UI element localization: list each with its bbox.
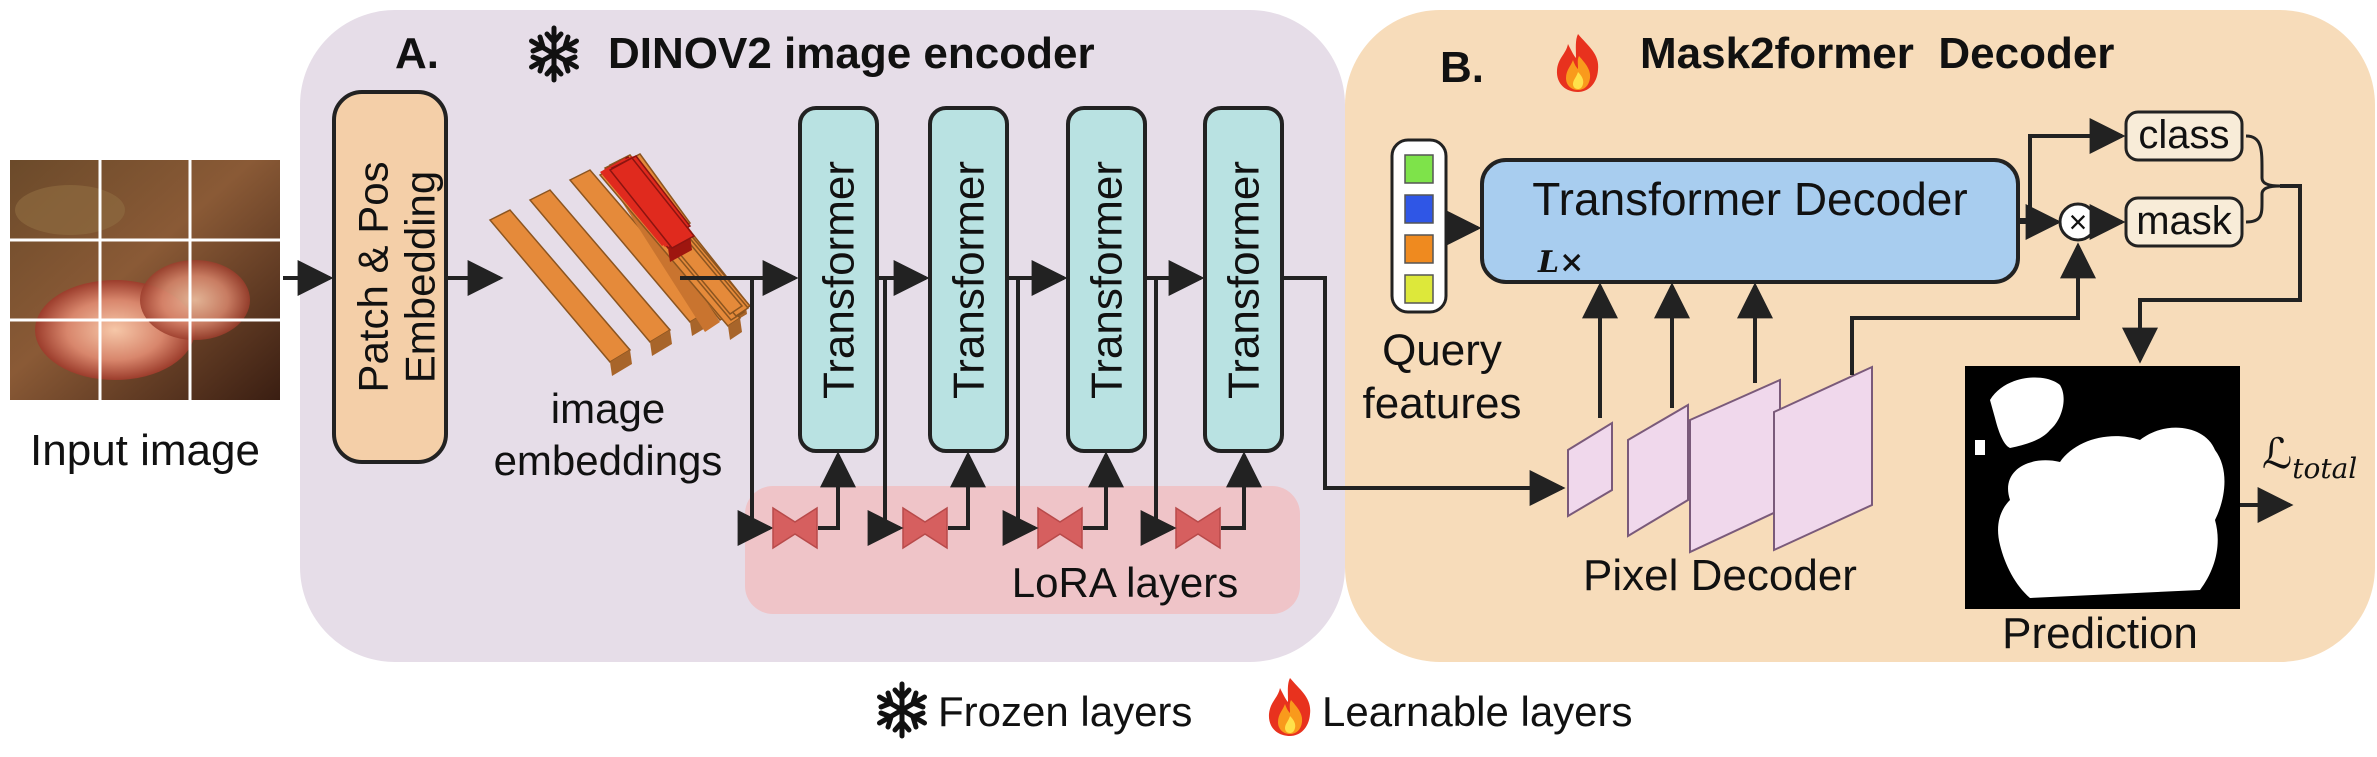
arrow-to-lora-3 (1002, 278, 1039, 546)
transformer-block-3: Transformer (1066, 106, 1147, 453)
class-box (2124, 110, 2244, 162)
multiply-symbol: × (2069, 204, 2088, 240)
transformer-label-1: Transformer (815, 161, 864, 399)
input-image (10, 160, 280, 400)
loss-subscript: total (2292, 452, 2357, 485)
arrow-lora-4-up (1221, 451, 1262, 530)
lora-label: LoRA layers (1012, 559, 1238, 606)
query-token-3 (1404, 234, 1434, 264)
legend-frozen-label: Frozen layers (938, 688, 1192, 735)
mask-box (2124, 196, 2244, 248)
image-embeddings-bars (488, 153, 752, 376)
arrow-pixel-4-to-multiply (1850, 242, 2096, 375)
arrow-to-lora-4 (1140, 278, 1177, 546)
legend-snowflake-icon (880, 684, 925, 736)
image-embeddings-line1: image (551, 385, 665, 432)
query-token-4 (1404, 274, 1434, 304)
query-token-1 (1404, 154, 1434, 184)
arrow-lora-1-up (818, 451, 856, 530)
class-label: class (2138, 113, 2229, 157)
query-features (1390, 138, 1448, 314)
repeat-label: L× (1537, 245, 1584, 280)
arrow-to-lora-1 (737, 278, 774, 546)
transformer-label-4: Transformer (1220, 161, 1269, 399)
query-token-2 (1404, 194, 1434, 224)
patch-embedding-line1: Patch & Pos (350, 161, 397, 392)
pixel-plane-1 (1567, 421, 1613, 518)
mask-label: mask (2136, 199, 2233, 243)
query-features-line1: Query (1382, 326, 1502, 375)
pixel-decoder-label: Pixel Decoder (1583, 551, 1857, 600)
prediction-mask (1965, 366, 2240, 609)
transformer-block-1: Transformer (798, 106, 879, 453)
pixel-decoder (1567, 365, 1873, 554)
pixel-plane-2 (1627, 403, 1689, 538)
arrow-encoder-to-pixel-decoder (1282, 276, 1566, 506)
arrow-lora-3-up (1083, 451, 1124, 530)
transformer-label-2: Transformer (945, 161, 994, 399)
transformer-block-2: Transformer (928, 106, 1009, 453)
image-embeddings-line2: embeddings (494, 437, 723, 484)
decoder-title: Mask2former Decoder (1640, 29, 2114, 78)
arrow-lora-2-up (948, 451, 986, 530)
decoder-letter: B. (1440, 43, 1484, 92)
arrow-to-lora-2 (867, 278, 904, 546)
arrow-outputs-to-prediction (2122, 184, 2302, 364)
loss-label: ℒtotal (2262, 429, 2357, 485)
input-image-label: Input image (30, 426, 260, 475)
transformer-decoder-label: Transformer Decoder (1532, 173, 1967, 225)
transformer-block-4: Transformer (1203, 106, 1284, 453)
pixel-plane-4 (1773, 365, 1873, 552)
transformer-label-3: Transformer (1083, 161, 1132, 399)
encoder-title: DINOV2 image encoder (608, 29, 1095, 78)
legend-learnable-label: Learnable layers (1322, 688, 1633, 735)
legend-flame-icon (1268, 678, 1311, 736)
encoder-letter: A. (395, 29, 439, 78)
query-features-line2: features (1363, 379, 1522, 428)
patch-embedding-line2: Embedding (397, 171, 444, 383)
prediction-label: Prediction (2002, 609, 2198, 658)
